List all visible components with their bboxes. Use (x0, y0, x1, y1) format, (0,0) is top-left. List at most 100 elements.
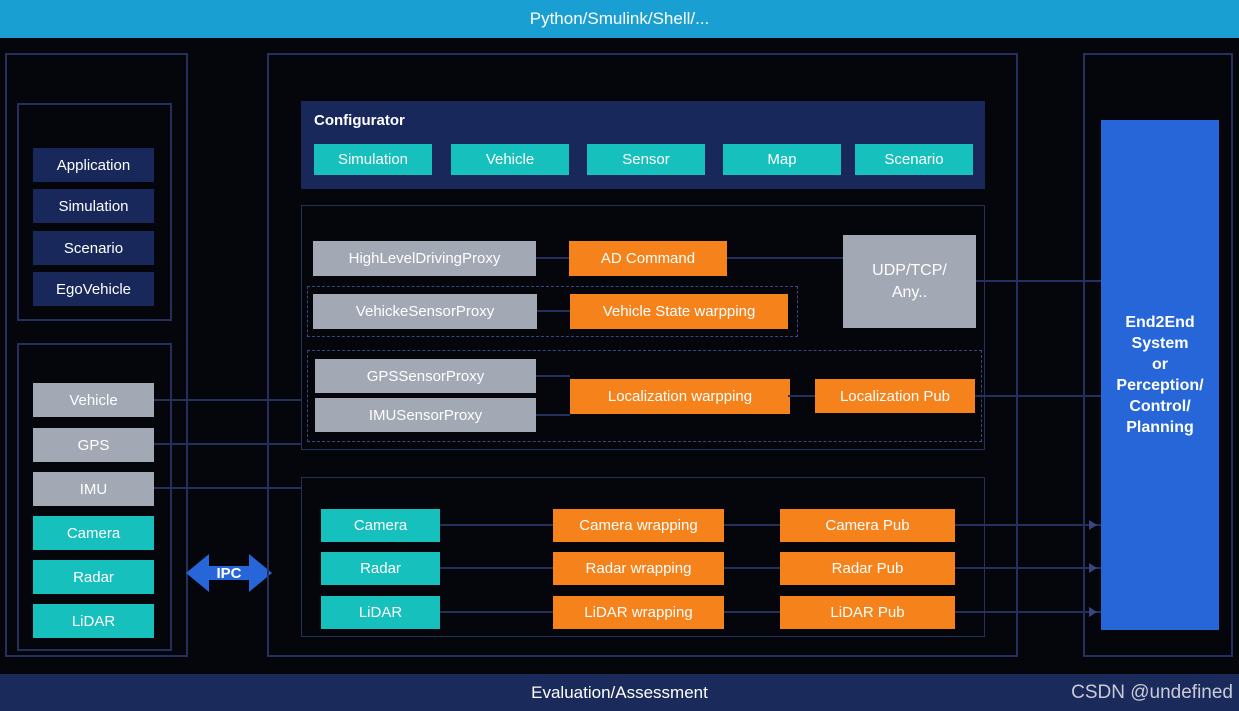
lidar-wrapping-box: LiDAR wrapping (553, 596, 724, 629)
left-item-label: Vehicle (69, 391, 118, 409)
ipc-arrow-bar (207, 566, 251, 580)
connector-line (440, 611, 553, 613)
sensor-pipeline-box (301, 477, 985, 637)
camera-wrapping-box: Camera wrapping (553, 509, 724, 542)
box-label: Camera wrapping (579, 517, 698, 534)
center-panel (267, 53, 1018, 657)
box-label: Radar (360, 560, 401, 577)
top-banner: Python/Smulink/Shell/... (0, 0, 1239, 38)
connector-line (440, 567, 553, 569)
configurator-button-sensor: Sensor (587, 144, 705, 175)
box-label: HighLevelDrivingProxy (348, 250, 501, 267)
left-item-label: IMU (79, 480, 108, 498)
configurator-title: Configurator (314, 112, 405, 129)
box-label: LiDAR Pub (830, 604, 905, 621)
box-label: IMUSensorProxy (368, 406, 483, 424)
high-level-driving-proxy-box: HighLevelDrivingProxy (313, 241, 536, 276)
localization-pub-box: Localization Pub (815, 379, 975, 413)
left-item-vehicle: Vehicle (33, 383, 154, 417)
left-item-camera: Camera (33, 516, 154, 550)
box-label: GPSSensorProxy (366, 367, 485, 385)
box-label: Localization Pub (839, 387, 951, 405)
connector-line (975, 395, 1101, 397)
camera-box: Camera (321, 509, 440, 542)
udp-line-1: UDP/TCP/ (872, 261, 947, 279)
udp-tcp-any-box: UDP/TCP/ Any.. (843, 235, 976, 328)
box-label: LiDAR (358, 604, 403, 621)
lidar-pub-box: LiDAR Pub (780, 596, 955, 629)
left-item-label: GPS (77, 436, 110, 454)
sensor-stack-box (17, 343, 172, 651)
box-label: Camera (353, 517, 408, 534)
gps-sensor-proxy-box: GPSSensorProxy (315, 359, 536, 393)
connector-line (976, 280, 1101, 282)
connector-line (536, 375, 570, 377)
ipc-label: IPC (216, 564, 242, 582)
left-item-egovehicle: EgoVehicle (33, 272, 154, 306)
left-item-simulation: Simulation (33, 189, 154, 223)
box-label: Camera Pub (825, 517, 910, 534)
lidar-box: LiDAR (321, 596, 440, 629)
left-item-lidar: LiDAR (33, 604, 154, 638)
ad-command-box: AD Command (569, 241, 727, 276)
ipc-arrow-left-head (186, 554, 209, 592)
end2end-line: System (1131, 335, 1189, 352)
left-item-label: Camera (66, 524, 121, 542)
connector-line (955, 567, 1101, 569)
box-label: LiDAR wrapping (584, 604, 693, 621)
connector-line (724, 611, 780, 613)
connector-line (724, 524, 780, 526)
button-label: Map (767, 151, 797, 168)
connector-line (788, 395, 815, 397)
left-item-label: LiDAR (71, 612, 116, 630)
connector-line (727, 257, 843, 259)
arrowhead-icon (1089, 520, 1097, 530)
box-label: VehickeSensorProxy (355, 303, 495, 320)
connector-line (154, 487, 302, 489)
ipc-arrow-right-head (249, 554, 272, 592)
connector-line (154, 443, 302, 445)
top-banner-label: Python/Smulink/Shell/... (529, 9, 710, 28)
left-item-label: Radar (73, 568, 114, 586)
vehicle-sensor-proxy-box: VehickeSensorProxy (313, 294, 537, 329)
left-item-radar: Radar (33, 560, 154, 594)
box-label: Radar wrapping (585, 560, 692, 577)
box-label: AD Command (600, 250, 696, 267)
button-label: Vehicle (485, 151, 535, 168)
left-item-label: Simulation (58, 197, 129, 215)
camera-pub-box: Camera Pub (780, 509, 955, 542)
left-item-gps: GPS (33, 428, 154, 462)
left-item-label: Application (56, 156, 131, 174)
application-stack-box (17, 103, 172, 321)
box-label: Vehicle State warpping (602, 303, 756, 320)
button-label: Scenario (884, 151, 944, 168)
proxy-section-box (301, 205, 985, 450)
vehicle-state-warpping-box: Vehicle State warpping (570, 294, 788, 329)
left-item-label: EgoVehicle (55, 280, 132, 298)
box-label: Localization warpping (607, 388, 753, 405)
watermark: CSDN @undefined (1071, 681, 1233, 703)
connector-line (955, 524, 1101, 526)
left-item-imu: IMU (33, 472, 154, 506)
connector-line (440, 524, 553, 526)
end2end-line: Control/ (1129, 398, 1191, 415)
configurator-button-vehicle: Vehicle (451, 144, 569, 175)
arrowhead-icon (1089, 607, 1097, 617)
bottom-banner: Evaluation/Assessment CSDN @undefined (0, 674, 1239, 711)
left-panel (5, 53, 188, 657)
vehicle-proxy-dashed-group (307, 286, 798, 337)
connector-line (536, 257, 569, 259)
end2end-box: End2End System or Perception/ Control/ P… (1101, 120, 1219, 630)
box-label: Radar Pub (831, 560, 904, 577)
button-label: Sensor (622, 151, 670, 168)
ipc-arrow: IPC (186, 554, 272, 592)
localization-warpping-box: Localization warpping (570, 379, 790, 414)
configurator-button-map: Map (723, 144, 841, 175)
imu-sensor-proxy-box: IMUSensorProxy (315, 398, 536, 432)
end2end-line: or (1152, 356, 1168, 373)
end2end-line: Planning (1126, 419, 1194, 436)
end2end-line: Perception/ (1116, 377, 1204, 394)
left-item-application: Application (33, 148, 154, 182)
arrowhead-icon (1089, 563, 1097, 573)
left-item-label: Scenario (63, 239, 124, 257)
